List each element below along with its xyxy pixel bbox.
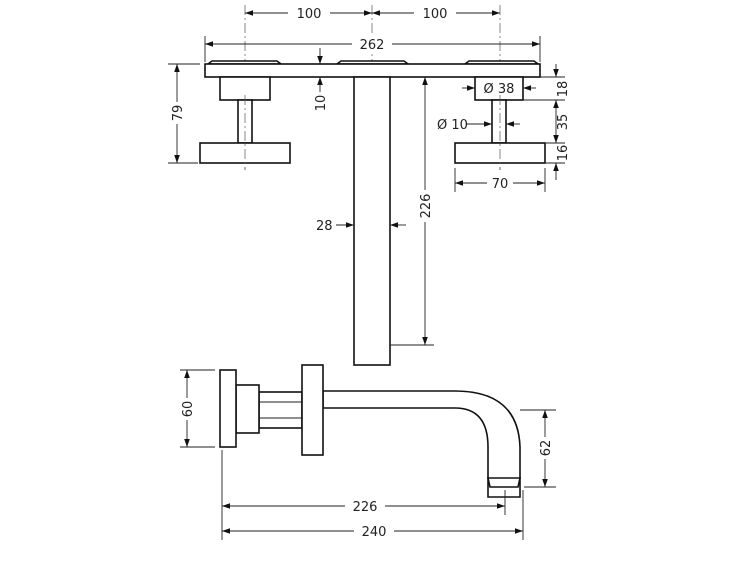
side-handle — [301, 364, 324, 456]
dim-60: 60 — [181, 401, 196, 418]
dim-100-left: 100 — [297, 7, 322, 22]
dim-diameter-10: Ø 10 — [437, 118, 468, 133]
wall-block — [235, 384, 260, 434]
dim-16: 16 — [556, 145, 571, 162]
dim-79: 79 — [171, 105, 186, 122]
dim-262: 262 — [360, 38, 385, 53]
dim-100-right: 100 — [423, 7, 448, 22]
dim-18: 18 — [556, 81, 571, 98]
dim-35: 35 — [556, 114, 571, 131]
dim-62: 62 — [539, 440, 554, 457]
dim-240: 240 — [362, 525, 387, 540]
dim-28: 28 — [316, 219, 333, 234]
dim-70: 70 — [492, 177, 509, 192]
dim-226-projection: 226 — [353, 500, 378, 515]
dim-10-thickness: 10 — [314, 95, 329, 112]
mounting-plate — [204, 63, 541, 78]
top-view — [199, 60, 546, 366]
dim-226-pipe: 226 — [419, 194, 434, 219]
spout-body — [353, 76, 391, 366]
side-dimensions: 60 62 226 240 — [180, 369, 556, 540]
dim-diameter-38: Ø 38 — [484, 82, 515, 97]
right-handle-stem — [491, 99, 507, 144]
side-view — [219, 364, 521, 498]
top-dimensions: 100 100 262 79 10 Ø 38 Ø 10 18 35 16 70 … — [168, 5, 571, 346]
wall-flange — [219, 369, 237, 448]
